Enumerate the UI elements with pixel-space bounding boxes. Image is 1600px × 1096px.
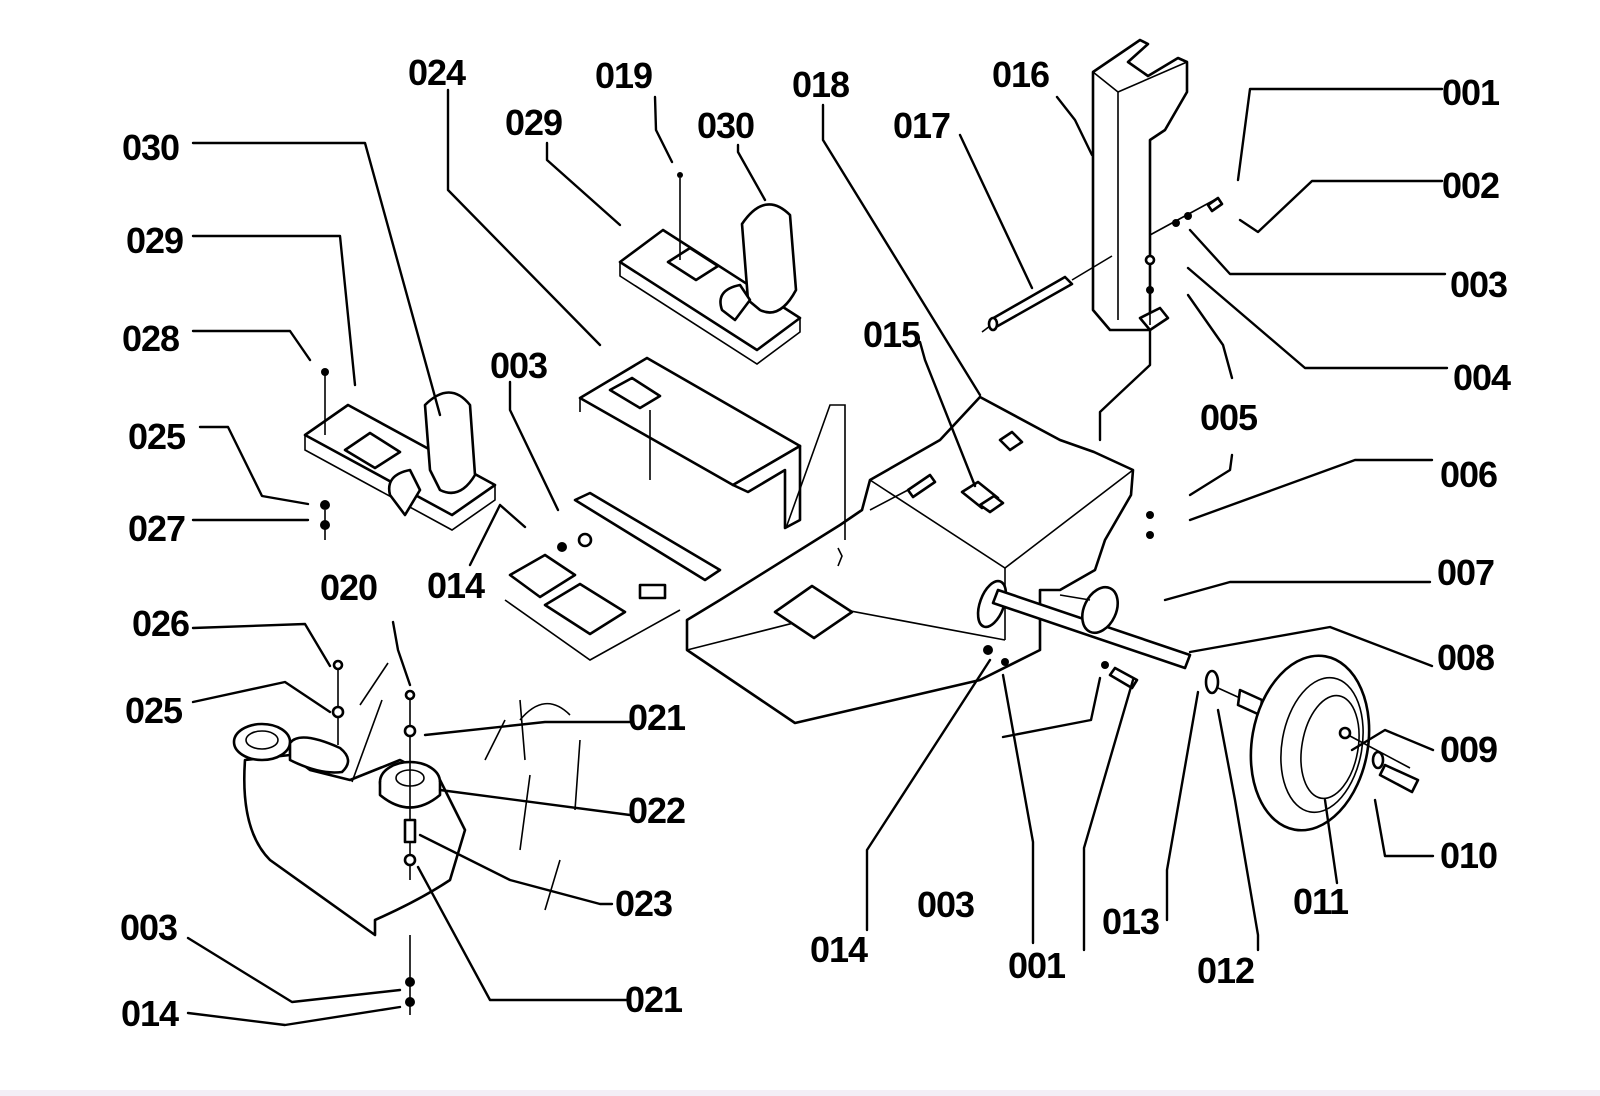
callout-label-005: 005 [1200, 397, 1258, 438]
callout-label-016: 016 [992, 54, 1049, 95]
part-pin-rod [981, 255, 1113, 333]
callout-label-011: 011 [1293, 881, 1349, 922]
part-upright-post [1091, 38, 1189, 442]
callout-label-014: 014 [121, 993, 179, 1034]
part-pulley-guard [232, 662, 581, 937]
callout-label-026: 026 [132, 603, 189, 644]
part-seat-upper [618, 172, 802, 365]
part-main-frame [685, 395, 1135, 725]
callout-label-024: 024 [408, 52, 466, 93]
callout-label-001: 001 [1442, 72, 1500, 113]
callout-label-014: 014 [427, 565, 485, 606]
part-axle-assembly [976, 579, 1264, 717]
hardware-fasteners [331, 196, 1224, 1015]
callout-label-017: 017 [893, 105, 950, 146]
callout-label-003: 003 [490, 345, 547, 386]
callout-label-015: 015 [863, 314, 921, 355]
callout-label-019: 019 [595, 55, 652, 96]
callout-label-003: 003 [917, 884, 974, 925]
callout-label-023: 023 [615, 883, 672, 924]
callout-label-029: 029 [505, 102, 562, 143]
callout-label-007: 007 [1437, 552, 1494, 593]
callout-label-006: 006 [1440, 454, 1497, 495]
part-lower-plate [504, 491, 722, 661]
leader-lines [186, 87, 1449, 1027]
callout-label-008: 008 [1437, 637, 1494, 678]
callout-label-021: 021 [625, 979, 683, 1020]
callout-label-021: 021 [628, 697, 686, 738]
callout-label-009: 009 [1440, 729, 1497, 770]
part-seat-left [303, 368, 497, 540]
callout-label-014: 014 [810, 929, 868, 970]
part-wheel [1249, 654, 1420, 832]
callout-label-027: 027 [128, 508, 185, 549]
callout-label-002: 002 [1442, 165, 1499, 206]
callout-labels: 001 002 003 004 005 006 007 008 009 010 011 012 013 0… [120, 52, 1512, 1034]
callout-label-030: 030 [122, 127, 179, 168]
callout-label-010: 010 [1440, 835, 1497, 876]
callout-label-003: 003 [1450, 264, 1507, 305]
callout-label-025: 025 [128, 416, 186, 457]
callout-label-018: 018 [792, 64, 849, 105]
callout-label-028: 028 [122, 318, 179, 359]
callout-label-012: 012 [1197, 950, 1254, 991]
callout-label-013: 013 [1102, 901, 1159, 942]
part-seat-bracket [578, 356, 846, 540]
callout-label-001: 001 [1008, 945, 1066, 986]
callout-label-020: 020 [320, 567, 377, 608]
callout-label-030: 030 [697, 105, 754, 146]
bottom-band [0, 1090, 1600, 1096]
callout-label-004: 004 [1453, 357, 1511, 398]
callout-label-029: 029 [126, 220, 183, 261]
callout-label-025: 025 [125, 690, 183, 731]
callout-label-003: 003 [120, 907, 177, 948]
parts-drawing [232, 38, 1420, 1015]
callout-label-022: 022 [628, 790, 685, 831]
